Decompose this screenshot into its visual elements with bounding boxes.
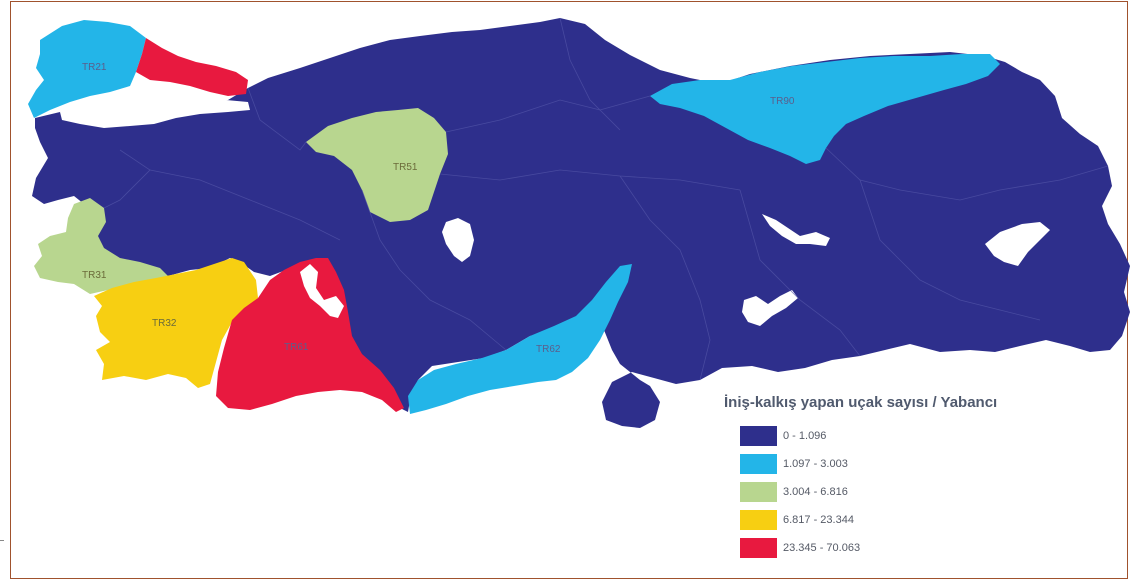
- legend-label: 23.345 - 70.063: [783, 542, 861, 554]
- lake-van: [985, 222, 1050, 266]
- region-tr32[interactable]: [94, 258, 258, 388]
- label-tr32: TR32: [152, 318, 177, 329]
- province-boundaries: [103, 17, 1109, 381]
- region-anatolia-base[interactable]: [32, 18, 1130, 428]
- legend-swatch: [740, 426, 777, 446]
- region-tr61[interactable]: [216, 258, 404, 412]
- region-tr90[interactable]: [650, 54, 1000, 164]
- lake-keban: [762, 214, 830, 246]
- legend-swatch: [740, 482, 777, 502]
- label-tr21: TR21: [82, 62, 107, 73]
- sea-marmara: [60, 86, 250, 128]
- region-tr10[interactable]: [136, 38, 248, 96]
- label-tr51: TR51: [393, 162, 418, 173]
- lake-ataturk: [742, 290, 798, 326]
- legend-label: 1.097 - 3.003: [783, 458, 848, 470]
- label-tr62: TR62: [536, 344, 561, 355]
- label-tr90: TR90: [770, 96, 795, 107]
- legend-swatch: [740, 454, 777, 474]
- legend-swatch: [740, 538, 777, 558]
- legend-label: 3.004 - 6.816: [783, 486, 848, 498]
- legend-item: 1.097 - 3.003: [724, 453, 1104, 475]
- legend-item: 23.345 - 70.063: [724, 537, 1104, 559]
- legend-label: 6.817 - 23.344: [783, 514, 854, 526]
- map-legend: İniş-kalkış yapan uçak sayısı / Yabancı …: [724, 394, 1104, 565]
- legend-item: 3.004 - 6.816: [724, 481, 1104, 503]
- region-tr62[interactable]: [408, 264, 632, 414]
- label-tr31: TR31: [82, 270, 107, 281]
- legend-title: İniş-kalkış yapan uçak sayısı / Yabancı: [724, 394, 998, 411]
- legend-swatch: [740, 510, 777, 530]
- label-tr61: TR61: [284, 342, 309, 353]
- legend-item: 6.817 - 23.344: [724, 509, 1104, 531]
- lake-egirdir: [300, 264, 344, 318]
- legend-item: 0 - 1.096: [724, 425, 1104, 447]
- lake-tuz: [442, 218, 474, 262]
- edge-tick: [0, 540, 4, 541]
- legend-label: 0 - 1.096: [783, 430, 827, 442]
- region-tr21[interactable]: [28, 20, 146, 118]
- region-tr51[interactable]: [306, 108, 448, 222]
- region-tr31[interactable]: [34, 198, 168, 294]
